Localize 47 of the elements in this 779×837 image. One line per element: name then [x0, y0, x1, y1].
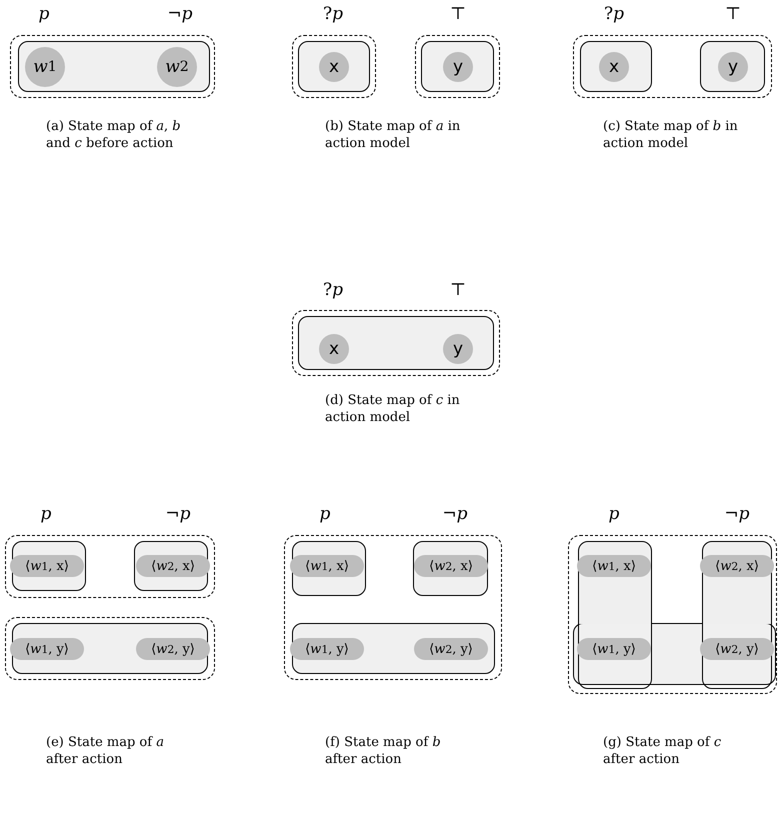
dashed-group-box: [10, 35, 215, 98]
proposition-label: p: [608, 504, 620, 524]
state-box: [298, 41, 370, 92]
state-box: [12, 623, 208, 674]
proposition-label: ?p: [323, 280, 343, 300]
dashed-group-box: [5, 535, 215, 598]
figure-caption: (d) State map of c in action model: [325, 392, 461, 426]
state-box: [292, 541, 366, 596]
proposition-label: ⊤: [450, 280, 466, 300]
world-circle: x: [319, 334, 349, 364]
world-circle: x: [319, 52, 349, 82]
figure-caption: (c) State map of b in action model: [603, 118, 739, 152]
state-box: [700, 41, 765, 92]
figure-caption: (a) State map of a, b and c before action: [46, 118, 182, 152]
dashed-group-box: [415, 35, 500, 98]
figure-caption: (g) State map of c after action: [603, 734, 722, 768]
world-circle: x: [599, 52, 629, 82]
proposition-label: p: [320, 504, 330, 524]
world-circle: y: [443, 52, 473, 82]
figure-caption: (f) State map of b after action: [325, 734, 442, 768]
proposition-label: ¬p: [165, 504, 191, 524]
world-circle: y: [443, 334, 473, 364]
dashed-group-box: [292, 310, 500, 376]
state-box: [421, 41, 494, 92]
state-box: [18, 41, 210, 92]
dashed-group-box: [5, 617, 215, 680]
figure-caption: (b) State map of a in action model: [325, 118, 462, 152]
proposition-label: ?p: [604, 4, 624, 24]
state-box: [12, 541, 86, 591]
state-box: [413, 541, 488, 596]
figure-caption: (e) State map of a after action: [46, 734, 165, 768]
state-box: [134, 541, 208, 591]
proposition-label: p: [40, 504, 52, 524]
state-box: [292, 623, 495, 674]
dashed-group-box: [573, 35, 772, 98]
state-box: [580, 41, 652, 92]
proposition-label: p: [38, 4, 50, 24]
proposition-label: ⊤: [725, 4, 741, 24]
proposition-label: ¬p: [442, 504, 468, 524]
proposition-label: ⊤: [450, 4, 466, 24]
world-circle: y: [718, 52, 748, 82]
proposition-label: ¬p: [724, 504, 750, 524]
dashed-group-box: [284, 535, 502, 680]
dashed-group-box: [292, 35, 376, 98]
state-box: [298, 316, 494, 370]
proposition-label: ?p: [323, 4, 343, 24]
proposition-label: ¬p: [167, 4, 193, 24]
